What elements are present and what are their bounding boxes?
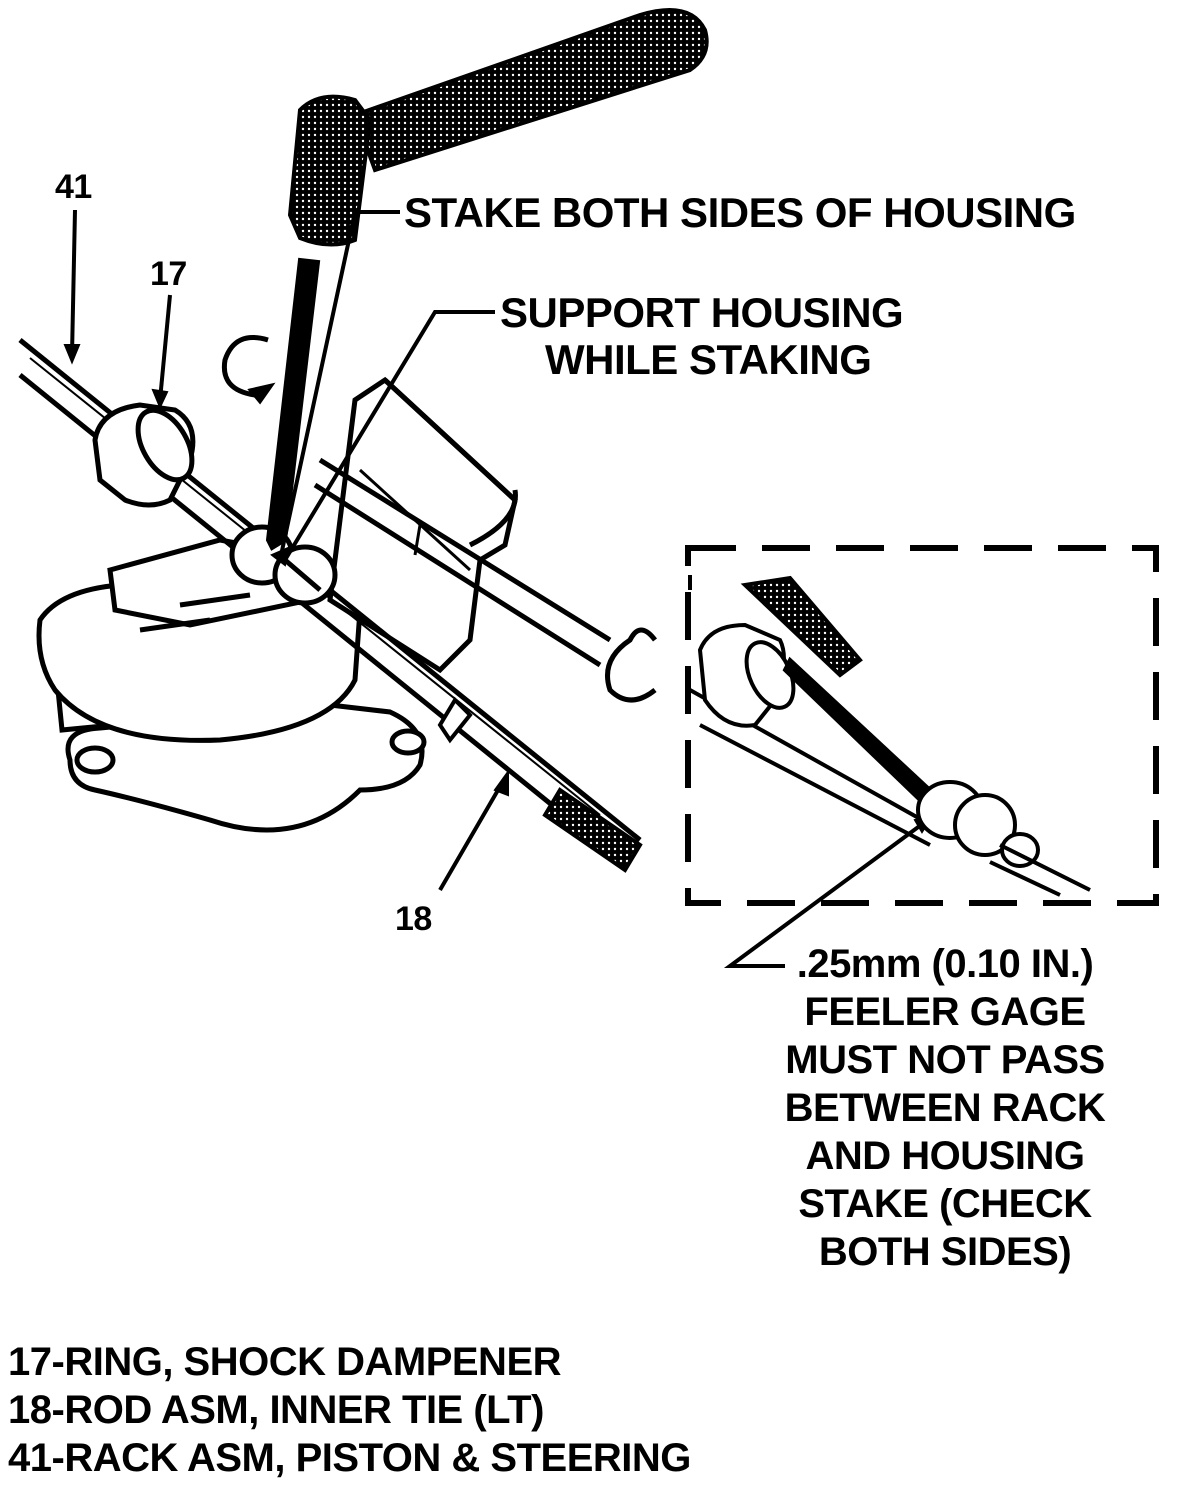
- gage-line: AND HOUSING: [805, 1134, 1085, 1178]
- tie-rod-thread: [437, 696, 643, 873]
- dampener-ring: [92, 402, 196, 508]
- part-number-17: 17: [150, 255, 187, 293]
- legend-item: 17-RING, SHOCK DAMPENER: [8, 1340, 562, 1384]
- gage-line: FEELER GAGE: [804, 990, 1086, 1034]
- gage-line: BETWEEN RACK: [784, 1086, 1106, 1130]
- part-number-18: 18: [395, 900, 432, 938]
- inset-detail: [688, 575, 1091, 897]
- gage-line: STAKE (CHECK: [798, 1182, 1092, 1226]
- legend-item: 41-RACK ASM, PISTON & STEERING: [8, 1436, 691, 1480]
- outer-rod: [313, 457, 612, 668]
- parts-legend: 17-RING, SHOCK DAMPENER 18-ROD ASM, INNE…: [8, 1338, 691, 1482]
- stake-callout: STAKE BOTH SIDES OF HOUSING: [404, 189, 1076, 236]
- part-number-41: 41: [55, 168, 92, 206]
- hammer-icon: [287, 8, 709, 247]
- vise-base: [36, 537, 427, 833]
- support-callout-line1: SUPPORT HOUSING: [500, 289, 904, 336]
- staking-punch: [265, 257, 321, 551]
- gage-line: .25mm (0.10 IN.): [796, 942, 1094, 986]
- legend-item: 18-ROD ASM, INNER TIE (LT): [8, 1388, 544, 1432]
- rod-ball: [605, 627, 657, 703]
- detail-inset-box: [685, 545, 1159, 906]
- gage-line: BOTH SIDES): [818, 1230, 1072, 1274]
- gage-callout: .25mm (0.10 IN.) FEELER GAGE MUST NOT PA…: [740, 940, 1150, 1276]
- leader-lines: [70, 209, 927, 968]
- gage-line: MUST NOT PASS: [785, 1038, 1105, 1082]
- rotation-arrow: [221, 335, 269, 398]
- support-callout-line2: WHILE STAKING: [545, 336, 872, 383]
